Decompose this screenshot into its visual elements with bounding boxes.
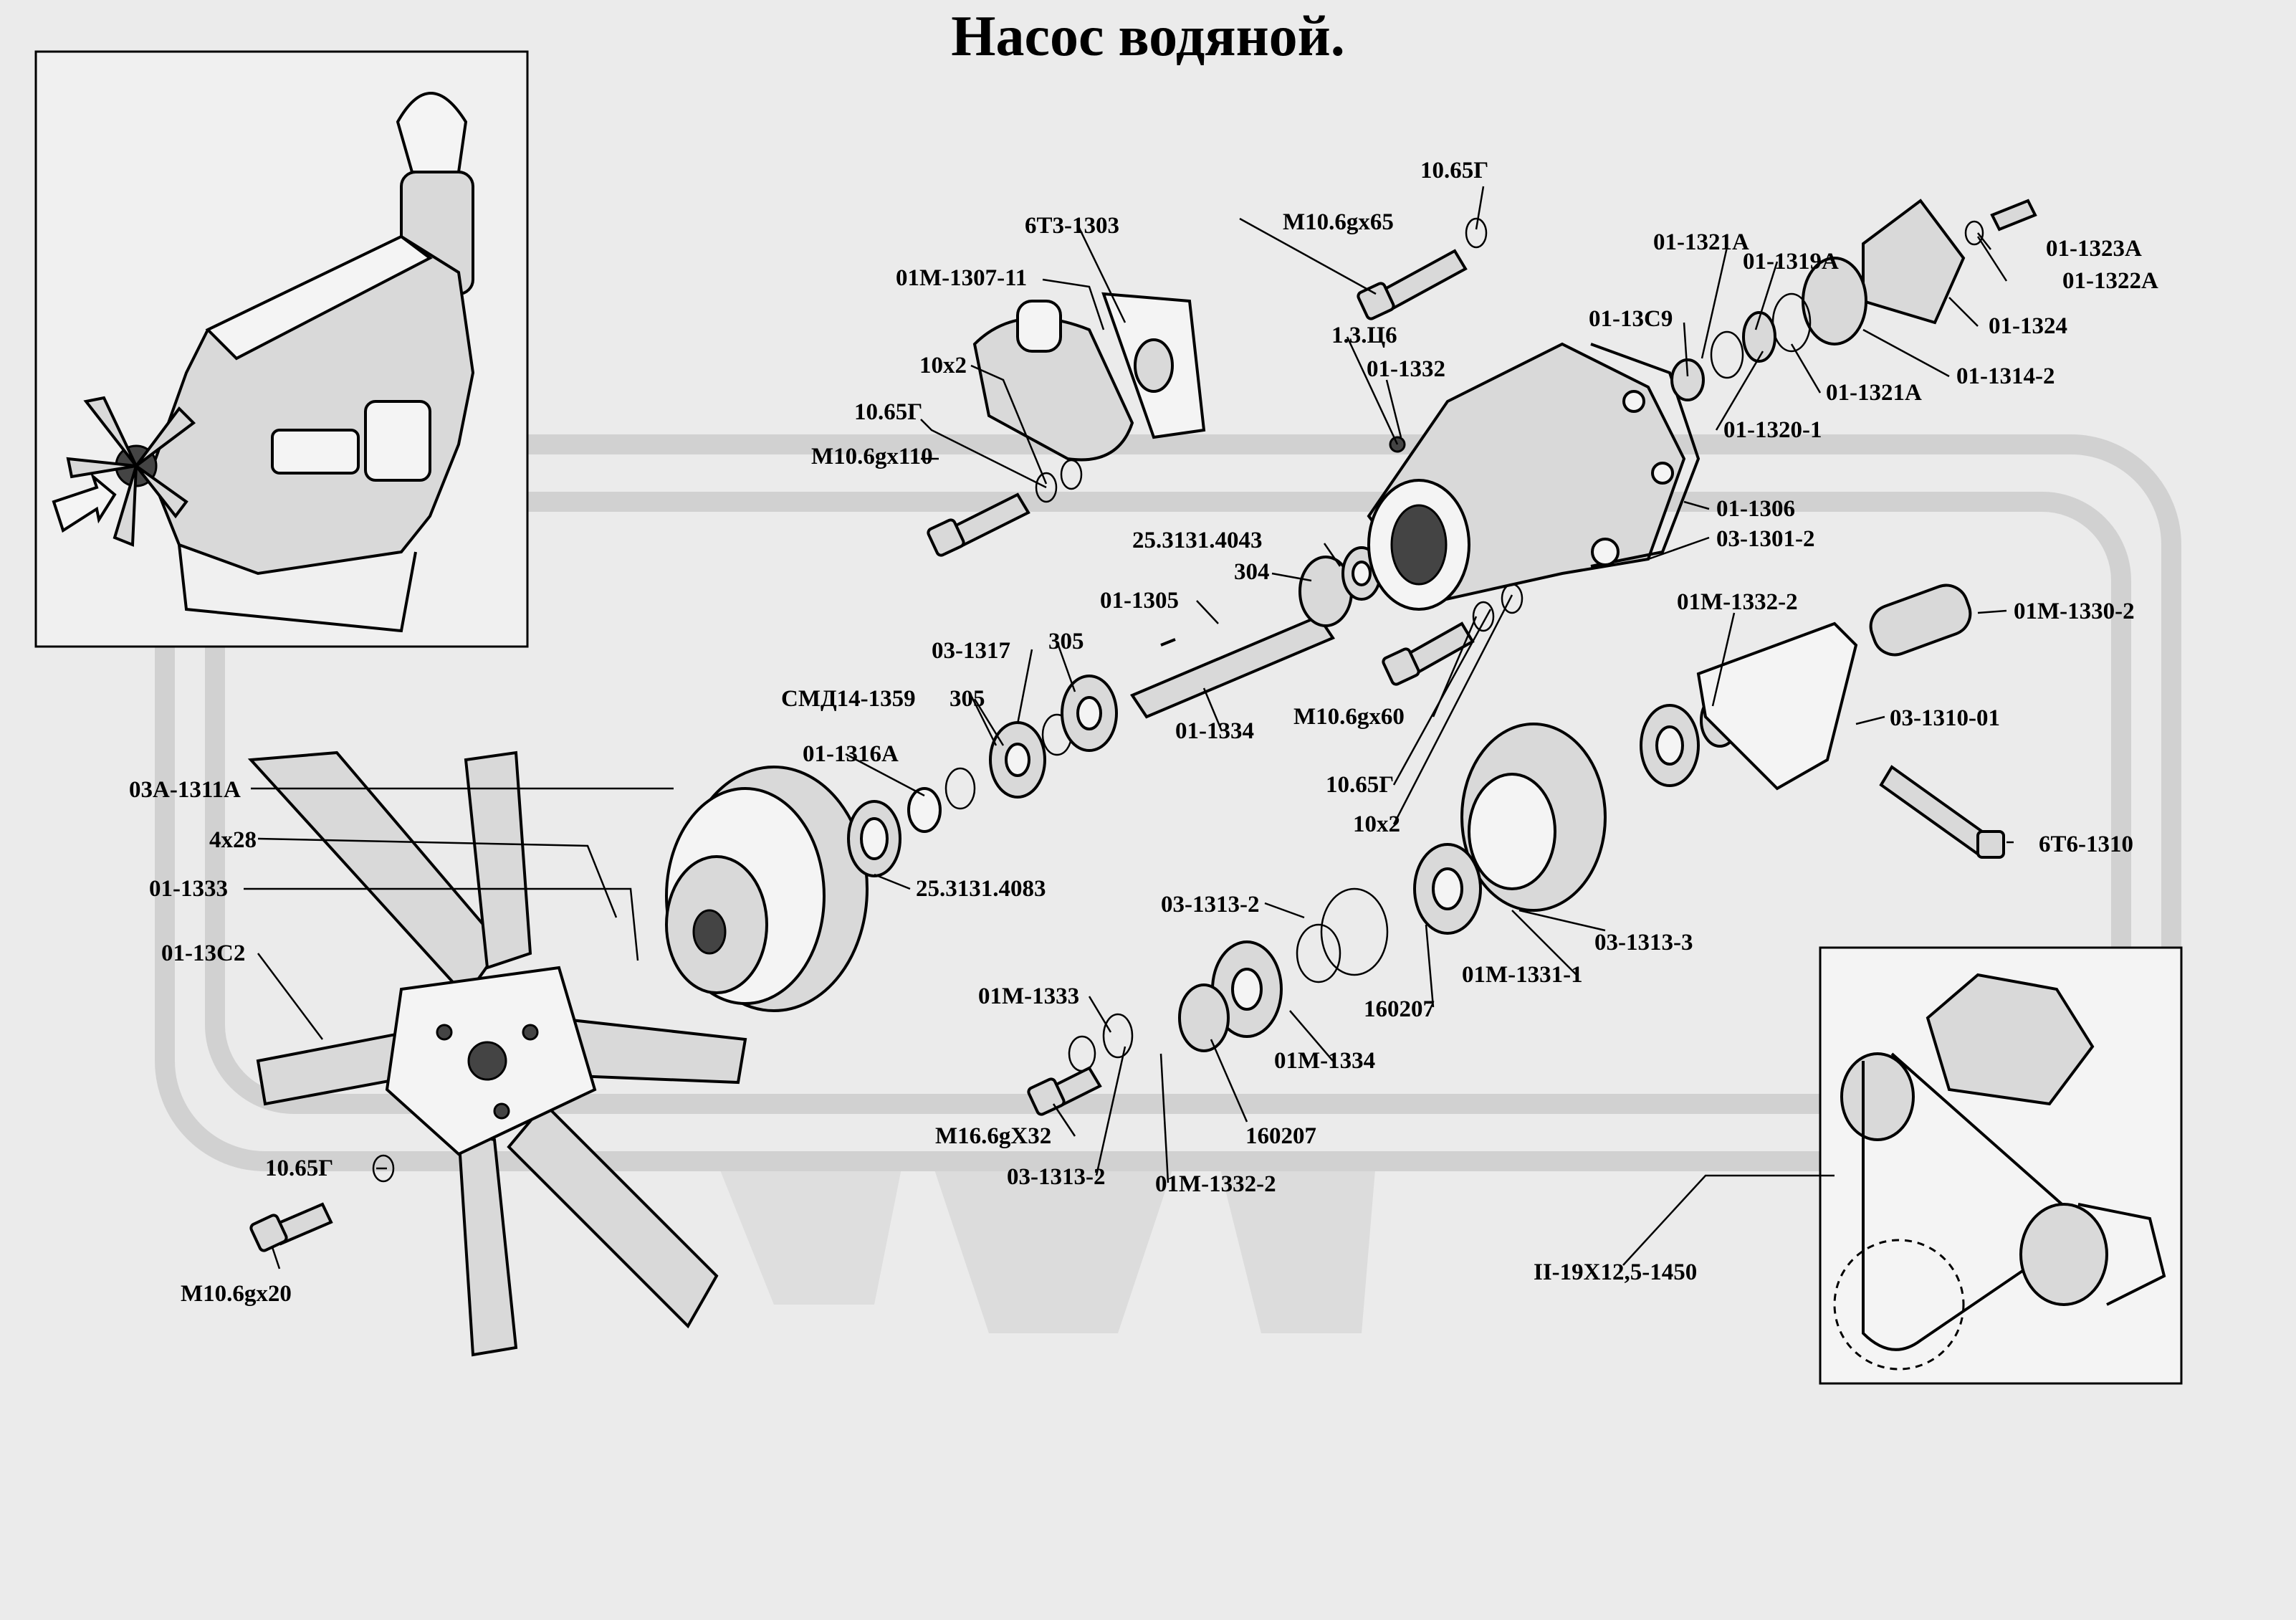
label-01-1305: 01-1305 [1100, 588, 1179, 614]
leader-lines [244, 186, 2014, 1269]
washers [372, 217, 1524, 1183]
label-01-1306: 01-1306 [1716, 496, 1795, 522]
label-25-3131-4043: 25.3131.4043 [1132, 528, 1263, 553]
engine-illustration [52, 92, 475, 633]
label-6t3-1303: 6Т3-1303 [1025, 213, 1119, 239]
tensioner-group [1178, 583, 1972, 1052]
label-03a-1311a: 03А-1311А [129, 777, 241, 803]
label-m10-6gx110: М10.6gx110 [811, 444, 933, 470]
label-03-1317: 03-1317 [932, 638, 1010, 664]
fan-illustration [247, 751, 747, 1357]
seal-bearing-group-left [847, 675, 1118, 877]
label-10x2-b: 10x2 [1353, 811, 1400, 837]
label-160207-a: 160207 [1364, 996, 1435, 1022]
label-01-1322a: 01-1322А [2062, 268, 2158, 294]
label-01-13c2: 01-13С2 [161, 940, 245, 966]
label-01-1321a-top: 01-1321А [1653, 229, 1749, 255]
belt-inset [1819, 946, 2183, 1385]
label-01-1319a: 01-1319А [1743, 249, 1839, 275]
label-01m-1332-2-top: 01М-1332-2 [1677, 589, 1798, 615]
watermark-logo [155, 434, 2181, 1333]
label-01-1321a-b: 01-1321А [1826, 380, 1922, 406]
thermostat-housing-illustration [972, 292, 1206, 462]
label-10-65g-c: 10.65Г [265, 1156, 333, 1181]
label-01-13c9: 01-13С9 [1589, 306, 1673, 332]
label-01m-1334: 01М-1334 [1274, 1048, 1375, 1074]
part-labels: 6Т3-1303 М10.6gx65 10.65Г 01М-1307-11 10… [129, 158, 2158, 1307]
pulley-illustration [665, 766, 869, 1012]
label-25-3131-4083: 25.3131.4083 [916, 876, 1046, 902]
label-305-a: 305 [1048, 629, 1084, 654]
label-smd14-1359: СМД14-1359 [781, 686, 916, 712]
label-6t6-1310: 6Т6-1310 [2039, 832, 2133, 857]
label-m10-6gx65: М10.6gx65 [1283, 209, 1394, 235]
label-03-1313-2-top: 03-1313-2 [1161, 892, 1259, 918]
label-01m-1332-2-b: 01М-1332-2 [1155, 1171, 1276, 1197]
label-1-3-c6: 1.3.Ц6 [1331, 323, 1397, 348]
label-01m-1331-1: 01М-1331-1 [1462, 962, 1583, 988]
label-01-1316a: 01-1316А [803, 741, 899, 767]
page-title: Насос водяной. [951, 5, 1345, 68]
label-01-1320-1: 01-1320-1 [1723, 417, 1822, 443]
label-03-1301-2: 03-1301-2 [1716, 526, 1814, 552]
label-01-1334: 01-1334 [1175, 718, 1254, 744]
label-m16-6gx32: М16.6gX32 [935, 1123, 1051, 1149]
label-160207-b: 160207 [1245, 1123, 1316, 1149]
label-01-1324: 01-1324 [1989, 313, 2067, 339]
label-01m-1333: 01М-1333 [978, 983, 1079, 1009]
engine-inset [34, 50, 529, 648]
label-4x28: 4x28 [209, 827, 257, 853]
label-01-1333: 01-1333 [149, 876, 228, 902]
label-01-1314-2: 01-1314-2 [1956, 363, 2055, 389]
label-03-1310-01: 03-1310-01 [1890, 705, 2000, 731]
label-10-65g-b: 10.65Г [1326, 772, 1394, 798]
label-01m-1307-11: 01М-1307-11 [896, 265, 1027, 291]
label-01-1323a: 01-1323А [2046, 236, 2142, 262]
label-01-1332: 01-1332 [1367, 356, 1445, 382]
label-305-b: 305 [950, 686, 985, 712]
label-m10-6gx60: М10.6gx60 [1293, 704, 1405, 730]
label-10-65g-top: 10.65Г [1420, 158, 1488, 184]
label-10-65g-a: 10.65Г [854, 399, 922, 425]
label-304: 304 [1234, 559, 1270, 585]
impeller-group [1670, 199, 2037, 401]
label-03-1313-3: 03-1313-3 [1594, 930, 1693, 956]
label-10x2-a: 10x2 [919, 353, 967, 378]
label-01m-1330-2: 01М-1330-2 [2014, 599, 2135, 624]
label-belt: II-19X12,5-1450 [1534, 1259, 1697, 1285]
label-m10-6gx20: М10.6gx20 [181, 1281, 292, 1307]
bolts [249, 249, 2005, 1252]
pump-body-illustration [1367, 342, 1701, 611]
label-03-1313-2-b: 03-1313-2 [1007, 1164, 1105, 1190]
